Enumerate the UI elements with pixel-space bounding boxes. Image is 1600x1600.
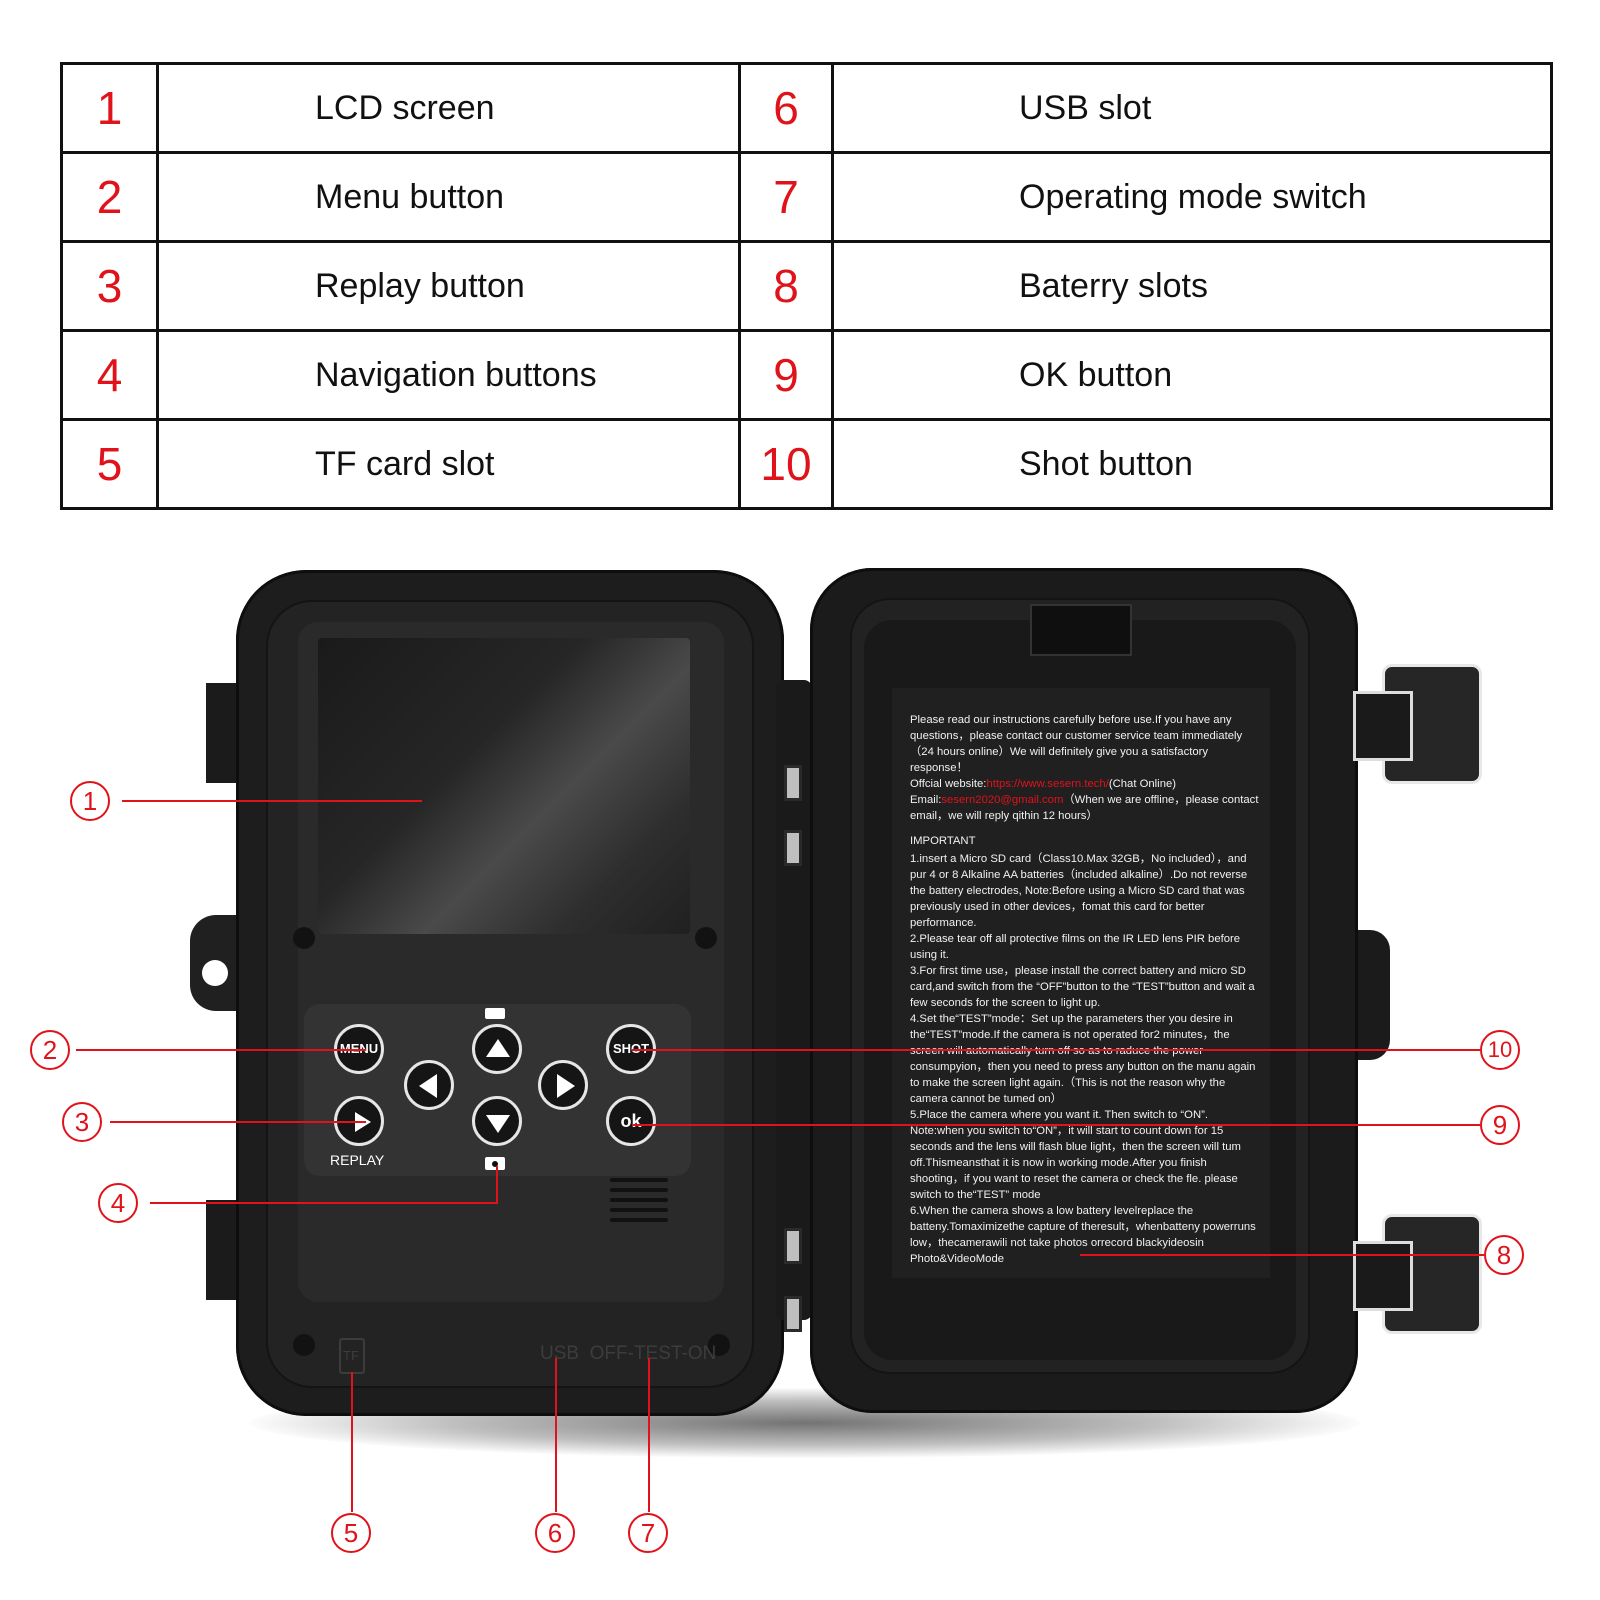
nav-right-button[interactable] <box>538 1060 588 1110</box>
strap-hole <box>202 960 228 986</box>
callout-badge: 8 <box>1484 1235 1524 1275</box>
callout-line <box>496 1166 498 1204</box>
callout-badge: 10 <box>1480 1030 1520 1070</box>
instruction-step: 2.Please tear off all protective films o… <box>910 933 1241 961</box>
instruction-label <box>892 688 1270 1278</box>
important-heading: IMPORTANT <box>910 835 976 847</box>
callout-line <box>150 1202 498 1204</box>
legend-label: USB slot <box>831 62 1553 154</box>
legend-label: Shot button <box>831 418 1553 510</box>
tf-label: TF <box>343 1348 359 1363</box>
callout-line <box>1080 1254 1484 1256</box>
arrow-down-icon <box>486 1115 510 1133</box>
nav-left-button[interactable] <box>404 1060 454 1110</box>
legend-row: 1 LCD screen 6 USB slot <box>60 62 1553 154</box>
legend-number: 2 <box>60 151 159 243</box>
website-link[interactable]: https://www.sesern.tech/ <box>986 778 1109 790</box>
callout-line <box>76 1049 366 1051</box>
latch-clip[interactable] <box>1353 1214 1482 1334</box>
callout-line <box>122 800 422 802</box>
instruction-step: 5.Place the camera where you want it. Th… <box>910 1109 1241 1201</box>
instruction-text: Please read our instructions carefully b… <box>910 712 1262 1267</box>
nav-down-button[interactable] <box>472 1096 522 1146</box>
port-labels: USB OFF-TEST-ON <box>540 1343 717 1364</box>
legend-label: OK button <box>831 329 1553 421</box>
legend-label: LCD screen <box>156 62 741 154</box>
website-suffix: (Chat Online) <box>1108 778 1177 790</box>
legend-label: Baterry slots <box>831 240 1553 332</box>
intro-text: Please read our instructions carefully b… <box>910 714 1243 774</box>
latch-clip[interactable] <box>1353 664 1482 784</box>
screw-icon <box>695 927 717 949</box>
replay-label: REPLAY <box>330 1152 385 1168</box>
legend-row: 2 Menu button 7 Operating mode switch <box>60 151 1553 243</box>
speaker-grille <box>610 1178 668 1228</box>
legend-number: 8 <box>738 240 834 332</box>
legend-number: 7 <box>738 151 834 243</box>
hinge-knuckle <box>784 1296 802 1332</box>
legend-row: 5 TF card slot 10 Shot button <box>60 418 1553 510</box>
legend-number: 6 <box>738 62 834 154</box>
callout-badge: 1 <box>70 781 110 821</box>
instruction-step: 6.When the camera shows a low battery le… <box>910 1205 1256 1265</box>
email-prefix: Email: <box>910 794 942 806</box>
legend-label: Menu button <box>156 151 741 243</box>
callout-line <box>648 1358 650 1512</box>
legend-number: 3 <box>60 240 159 332</box>
callout-badge: 3 <box>62 1102 102 1142</box>
hinge-knuckle <box>784 1228 802 1264</box>
arrow-left-icon <box>419 1074 437 1098</box>
arrow-right-icon <box>557 1074 575 1098</box>
legend-row: 4 Navigation buttons 9 OK button <box>60 329 1553 421</box>
shot-button[interactable]: SHOT <box>606 1024 656 1074</box>
legend-table: 1 LCD screen 6 USB slot 2 Menu button 7 … <box>60 62 1553 510</box>
callout-line <box>555 1358 557 1512</box>
video-camera-icon <box>485 1008 505 1019</box>
legend-row: 3 Replay button 8 Baterry slots <box>60 240 1553 332</box>
cover-notch <box>1030 604 1132 656</box>
hinge-knuckle <box>784 830 802 866</box>
callout-line <box>632 1049 1480 1051</box>
legend-number: 4 <box>60 329 159 421</box>
callout-line <box>351 1372 353 1512</box>
arrow-up-icon <box>486 1039 510 1057</box>
legend-label: Operating mode switch <box>831 151 1553 243</box>
legend-number: 9 <box>738 329 834 421</box>
callout-badge: 9 <box>1480 1105 1520 1145</box>
latch-loop <box>1353 1241 1413 1311</box>
screw-icon <box>708 1334 730 1356</box>
legend-label: TF card slot <box>156 418 741 510</box>
legend-label: Replay button <box>156 240 741 332</box>
callout-line <box>110 1121 366 1123</box>
hinge-knuckle <box>784 765 802 801</box>
ok-button[interactable]: ok <box>606 1096 656 1146</box>
callout-badge: 4 <box>98 1183 138 1223</box>
callout-badge: 5 <box>331 1513 371 1553</box>
website-line: Offcial website:https://www.sesern.tech/… <box>910 776 1262 824</box>
callout-badge: 2 <box>30 1030 70 1070</box>
callout-badge: 7 <box>628 1513 668 1553</box>
email-suffix: （When we are offline，please contact emai… <box>910 794 1259 822</box>
website-prefix: Offcial website: <box>910 778 987 790</box>
screw-icon <box>293 1334 315 1356</box>
legend-number: 1 <box>60 62 159 154</box>
lcd-screen <box>318 638 690 934</box>
nav-up-button[interactable] <box>472 1024 522 1074</box>
legend-number: 10 <box>738 418 834 510</box>
legend-label: Navigation buttons <box>156 329 741 421</box>
callout-line <box>632 1124 1480 1126</box>
email-link[interactable]: sesern2020@gmail.com <box>941 794 1064 806</box>
latch-loop <box>1353 691 1413 761</box>
callout-badge: 6 <box>535 1513 575 1553</box>
photo-lens-icon <box>492 1161 498 1167</box>
instruction-step: 1.insert a Micro SD card（Class10.Max 32G… <box>910 853 1248 929</box>
screw-icon <box>293 927 315 949</box>
legend-number: 5 <box>60 418 159 510</box>
instruction-step: 4.Set the“TEST”mode：Set up the parameter… <box>910 1013 1256 1105</box>
instruction-step: 3.For first time use，please install the … <box>910 965 1255 1009</box>
